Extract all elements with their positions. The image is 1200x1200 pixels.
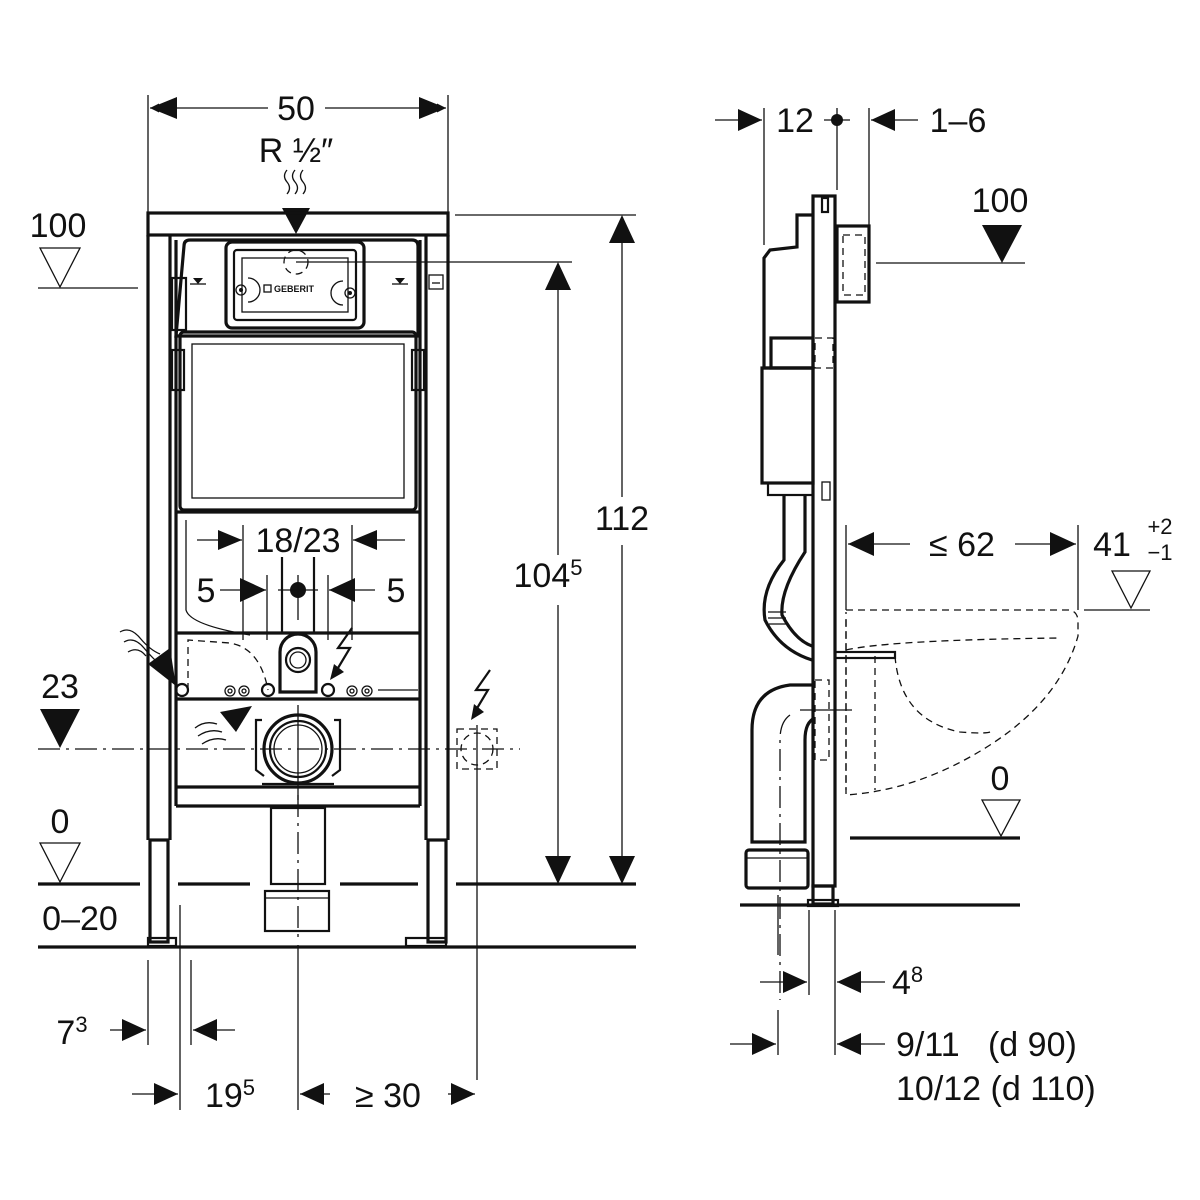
bowl-projection-dim: ≤ 62 41 +2 −1 [845,514,1173,611]
brand-mark: GEBERIT [274,284,315,294]
level-100-side-label: 100 [972,182,1029,220]
level-triangle-icon [40,709,80,748]
height-104-label: 104 [514,557,571,595]
level-flush-side: 100 [876,182,1029,264]
level-100-label: 100 [30,207,87,245]
water-supply-arrow-icon [119,629,176,686]
electrical-box [456,669,498,1080]
wc-bowl-outline [845,609,1079,796]
water-supply-arrow-icon [282,169,310,234]
level-23-label: 23 [41,668,79,706]
floor-lines [38,882,636,949]
svg-text:73: 73 [56,1012,87,1052]
level-drain: 23 [40,668,80,748]
height-112-label: 112 [595,500,649,538]
electrical-clearance-label: ≥ 30 [355,1077,421,1115]
side-view: 12 1–6 100 [715,102,1173,1108]
axis-offset-label: 19 [205,1077,243,1115]
drain-offset-d110-label: 10/12 (d 110) [896,1070,1096,1108]
right-offset-label: 5 [387,572,406,610]
level-floor-side: 0 [740,760,1022,907]
level-0-side-label: 0 [991,760,1010,798]
water-supply-arrow-icon [194,706,252,745]
level-triangle-icon [980,799,1022,838]
left-offset-label: 5 [197,572,216,610]
fittings-row [174,632,418,698]
svg-text:1045: 1045 [514,555,583,595]
level-triangle-icon [982,225,1022,263]
level-flush-left: 100 [30,207,138,289]
bowl-projection-label: ≤ 62 [929,526,995,564]
drain-bend-side [744,620,852,1000]
drain-pipe-lower [263,795,331,1110]
depth-front-label: 12 [776,102,814,140]
lightning-arrow-icon [330,627,353,680]
water-connection-label: R ½″ [259,132,333,170]
bottom-side-dims: 48 9/11 (d 90) 10/12 (d 110) [730,895,1096,1108]
level-0-label: 0 [51,803,70,841]
level-triangle-icon [38,842,82,884]
depth-dims: 12 1–6 [715,102,986,245]
bottom-dims: 73 195 ≥ 30 [56,905,475,1115]
bowl-height-label: 41 [1093,526,1131,564]
width-label: 50 [277,90,315,128]
depth-panel-label: 1–6 [930,102,987,140]
level-triangle-icon [38,247,82,289]
svg-text:48: 48 [892,962,923,1002]
level-triangle-icon [1110,570,1152,610]
bowl-height-tol-plus: +2 [1147,514,1172,539]
actuator-plate: GEBERIT [224,240,366,330]
level-floor: 0 0–20 [38,803,118,938]
bowl-height-tol-minus: −1 [1147,540,1172,565]
bolt-spacing-label: 18/23 [255,522,340,560]
front-view: 50 R ½″ [30,90,649,1115]
svg-text:195: 195 [205,1075,255,1115]
frame [146,211,450,948]
drain-offset-d90-label: 9/11 (d 90) [896,1026,1077,1064]
floor-adjust-label: 0–20 [42,900,118,938]
offset-label: 4 [892,964,911,1002]
bolt-spacing-dims: 18/23 5 5 [197,522,406,640]
dimension-width: 50 [147,90,449,215]
dimension-heights: 1045 112 [514,215,649,884]
frame-side [760,194,871,908]
leg-offset-label: 7 [56,1014,75,1052]
